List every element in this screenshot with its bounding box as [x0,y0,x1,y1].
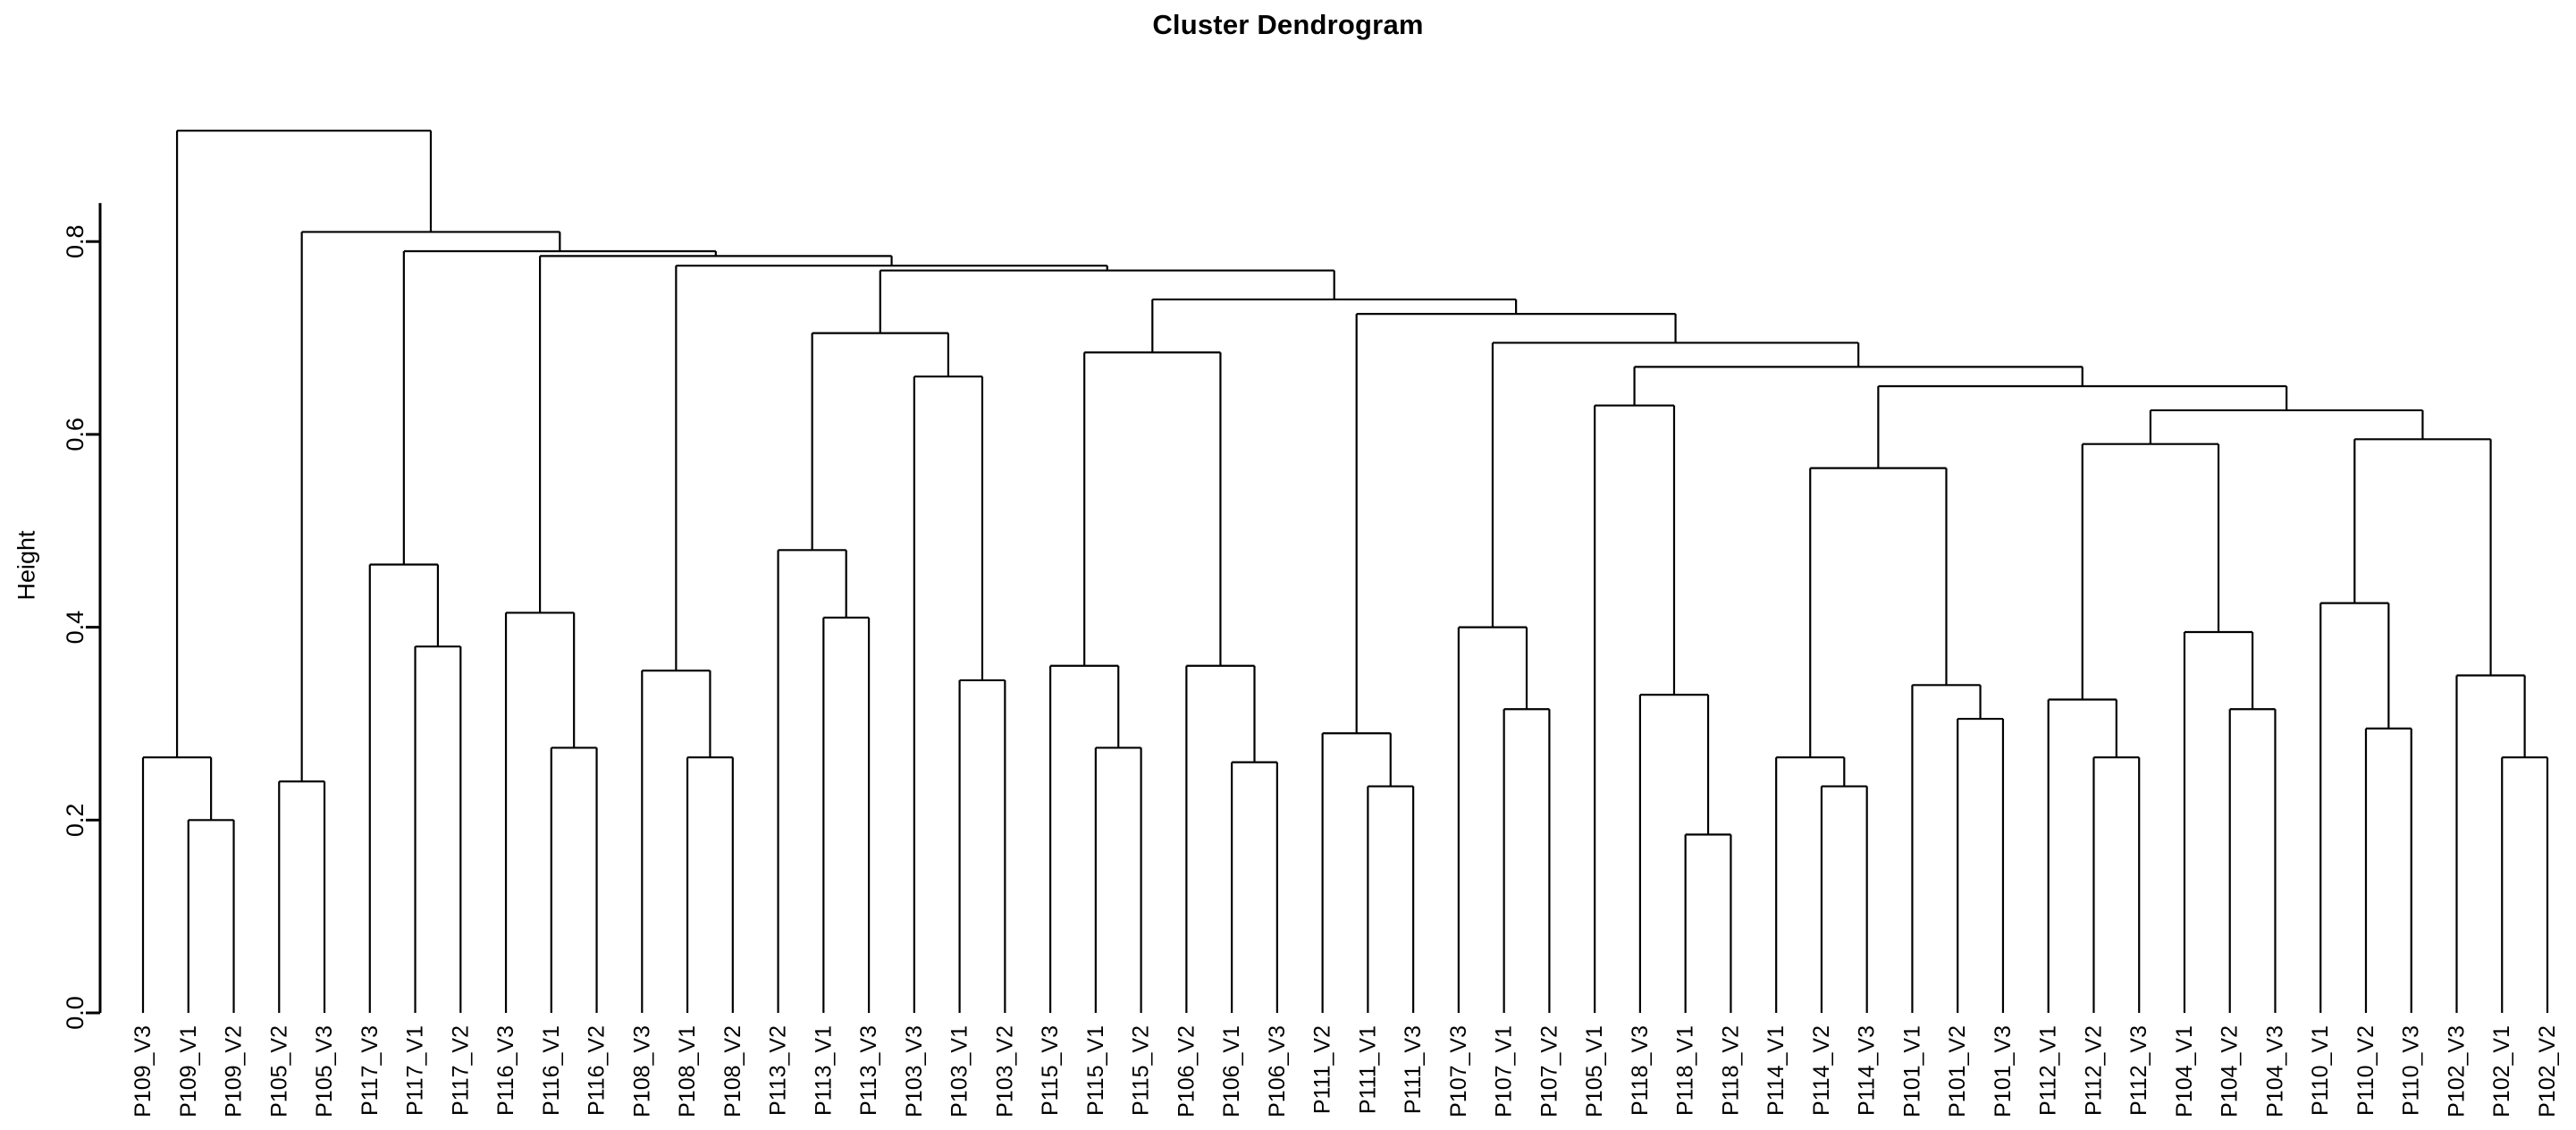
dendrogram-leaf-label: P112_V2 [2081,1025,2106,1116]
dendrogram-leaf-label: P118_V1 [1673,1025,1698,1116]
dendrogram-leaf-label: P118_V3 [1628,1025,1653,1116]
dendrogram-leaf-label: P117_V3 [358,1025,383,1116]
dendrogram-leaf-label: P102_V3 [2444,1025,2469,1117]
dendrogram-leaf-label: P109_V2 [222,1025,247,1117]
dendrogram-leaf-label: P110_V1 [2308,1025,2333,1116]
dendrogram-leaf-label: P108_V2 [720,1025,745,1117]
dendrogram-leaf-label: P105_V2 [266,1025,291,1117]
y-axis-tick-label: 0.4 [62,611,88,645]
y-axis: 0.0 0.2 0.4 0.6 0.8 [62,203,102,1030]
y-axis-tick-label: 0.6 [62,417,88,451]
dendrogram-leaf-label: P114_V2 [1809,1025,1834,1116]
dendrogram-leaf-label: P112_V3 [2126,1025,2151,1116]
dendrogram-leaf-label: P110_V2 [2353,1025,2378,1116]
dendrogram-leaf-label: P108_V3 [629,1025,654,1117]
dendrogram-leaf-label: P103_V3 [902,1025,927,1117]
dendrogram-leaf-label: P106_V1 [1219,1025,1244,1117]
dendrogram-leaf-label: P102_V2 [2535,1025,2560,1117]
dendrogram-leaf-label: P107_V2 [1536,1025,1562,1117]
dendrogram-leaf-label: P102_V1 [2489,1025,2514,1117]
dendrogram-leaf-label: P104_V1 [2172,1025,2197,1117]
dendrogram-leaf-label: P112_V1 [2036,1025,2061,1116]
dendrogram-leaf-label: P107_V3 [1446,1025,1471,1117]
dendrogram-leaf-label: P117_V1 [403,1025,428,1116]
dendrogram-leaf-label: P108_V1 [675,1025,700,1117]
dendrogram-leaf-label: P115_V1 [1083,1025,1108,1116]
dendrogram-leaf-label: P106_V2 [1174,1025,1199,1117]
y-axis-tick-label: 0.0 [62,996,88,1030]
dendrogram-leaf-label: P101_V1 [1899,1025,1924,1117]
dendrogram-branches [141,130,2549,1013]
dendrogram-leaf-label: P113_V3 [856,1025,881,1116]
dendrogram-leaf-label: P107_V1 [1492,1025,1517,1117]
dendrogram-leaf-label: P109_V3 [130,1025,156,1117]
dendrogram-leaf-label: P115_V2 [1129,1025,1154,1116]
dendrogram-leaf-label: P117_V2 [448,1025,473,1116]
page-title: Cluster Dendrogram [1152,9,1424,40]
dendrogram-leaf-label: P113_V2 [766,1025,791,1116]
dendrogram-leaf-label: P101_V3 [1991,1025,2016,1117]
dendrogram-leaf-label: P109_V1 [176,1025,201,1117]
dendrogram-leaf-label: P105_V3 [312,1025,337,1117]
dendrogram-leaf-label: P105_V1 [1582,1025,1607,1117]
dendrogram-leaf-label: P106_V3 [1265,1025,1290,1117]
y-axis-tick-label: 0.8 [62,224,88,258]
dendrogram-leaf-label: P114_V1 [1764,1025,1789,1116]
dendrogram-leaf-label: P111_V1 [1355,1025,1380,1114]
dendrogram-leaf-label: P116_V1 [539,1025,564,1116]
dendrogram-leaf-label: P104_V3 [2262,1025,2287,1117]
dendrogram-leaf-label: P111_V3 [1401,1025,1426,1114]
dendrogram-leaf-label: P116_V2 [585,1025,610,1116]
dendrogram-leaf-label: P111_V2 [1310,1025,1335,1114]
dendrogram-leaf-label: P103_V1 [947,1025,972,1117]
dendrogram-leaf-label: P114_V3 [1855,1025,1880,1116]
dendrogram-leaf-label: P103_V2 [992,1025,1017,1117]
dendrogram-leaf-label: P118_V2 [1718,1025,1743,1116]
dendrogram-leaf-label: P110_V3 [2399,1025,2424,1116]
y-axis-tick-label: 0.2 [62,804,88,838]
dendrogram-leaf-label: P113_V1 [811,1025,836,1116]
dendrogram-leaf-label: P101_V2 [1945,1025,1970,1117]
dendrogram-leaf-label: P104_V2 [2218,1025,2243,1117]
dendrogram-leaf-label: P115_V3 [1038,1025,1063,1116]
dendrogram-leaf-labels: P109_V3 P109_V1 P109_V2 P105_V2 P105_V3 P117_… [130,1025,2560,1117]
dendrogram-leaf-label: P116_V3 [493,1025,518,1116]
